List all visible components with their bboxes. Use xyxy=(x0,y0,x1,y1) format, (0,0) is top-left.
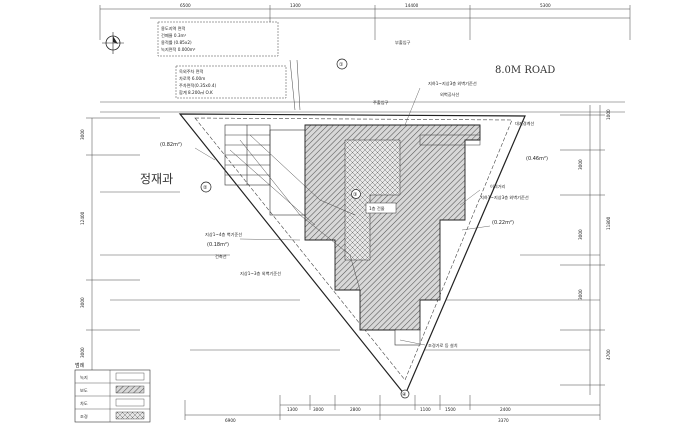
svg-text:용적률 (0.85x2): 용적률 (0.85x2) xyxy=(161,39,192,46)
legend-item-1: 녹지 xyxy=(80,374,88,381)
bottom-dim-7: 2400 xyxy=(500,407,511,412)
right-dim-5: 3000 xyxy=(578,289,583,300)
svg-text:합계 8.200㎡ O.K: 합계 8.200㎡ O.K xyxy=(179,89,213,96)
marker-1: ① xyxy=(336,58,348,70)
left-dimension-chain xyxy=(86,117,160,400)
callout-right-3: 이격거리 xyxy=(490,183,506,190)
road-label: 8.0M ROAD xyxy=(495,65,555,76)
bottom-dim-2: 1300 xyxy=(287,407,298,412)
svg-text:차로폭 6.00m: 차로폭 6.00m xyxy=(179,75,205,82)
notes-box-1: 용도지역 면적 건폐율 0.3m² 용적률 (0.85x2) 녹지면적 0.00… xyxy=(157,21,279,57)
area-label-right-upper: (0.46m²) xyxy=(526,156,548,162)
side-road-label: 정재과 xyxy=(140,172,173,186)
bottom-dim-5: 1100 xyxy=(420,407,431,412)
legend: 범례 녹지 보도 차도 조경 xyxy=(74,362,151,423)
marker-3: ③ xyxy=(351,189,361,199)
top-dim-4: 5300 xyxy=(540,3,551,8)
stair-structure xyxy=(224,124,306,216)
svg-text:옥외주차 면적: 옥외주차 면적 xyxy=(179,68,204,75)
leader-lines xyxy=(194,87,491,346)
callout-top-1: 주출입구 xyxy=(373,99,389,106)
bottom-dim-6: 1500 xyxy=(445,407,456,412)
guide-lines xyxy=(100,101,625,351)
callout-top-2: 부출입구 xyxy=(395,39,411,46)
callout-right-5: 대지경계선 xyxy=(515,120,534,127)
legend-swatch-4 xyxy=(115,411,145,420)
north-arrow-icon xyxy=(102,32,124,54)
callout-right-2: 외벽공사선 xyxy=(440,91,459,98)
left-dim-3: 3000 xyxy=(80,297,85,308)
circulation-lines xyxy=(229,59,361,291)
area-label-top-left: (0.82m²) xyxy=(160,142,182,148)
center-label-box xyxy=(365,202,397,214)
marker-2: ② xyxy=(200,181,212,193)
callout-left-2: 건축선 xyxy=(215,253,227,260)
building-footprint xyxy=(304,124,481,331)
legend-item-4: 조경 xyxy=(80,413,88,419)
right-dim-1: 1000 xyxy=(606,109,611,120)
top-right-box xyxy=(419,134,481,146)
callout-right-1: 지하1~지상3층 외벽기준선 xyxy=(428,80,477,87)
left-dim-4: 3000 xyxy=(80,347,85,358)
svg-text:주차면적(0.35x0.4): 주차면적(0.35x0.4) xyxy=(179,82,217,89)
svg-text:③: ③ xyxy=(353,192,357,198)
bottom-dim-3: 3000 xyxy=(313,407,324,412)
landscape-box xyxy=(394,329,421,346)
left-dim-2: 12400 xyxy=(80,211,85,225)
right-dim-4: 11800 xyxy=(606,216,611,230)
callout-left-1: 지상1~4층 벽기준선 xyxy=(205,231,242,238)
svg-text:건폐율 0.3m²: 건폐율 0.3m² xyxy=(161,32,187,39)
top-dim-2: 1300 xyxy=(290,3,301,8)
callout-bottom-1: 조경가로 등 설치 xyxy=(428,342,458,349)
svg-text:용도지역 면적: 용도지역 면적 xyxy=(161,25,186,32)
marker-4: ④ xyxy=(400,389,410,399)
legend-swatch-2 xyxy=(115,385,145,394)
center-label: 1층 건물 xyxy=(369,205,385,211)
bottom-dimension-chain xyxy=(184,395,601,420)
callout-right-4: 지하1~지상3층 외벽기준선 xyxy=(480,194,529,201)
svg-text:①: ① xyxy=(339,62,344,68)
svg-text:녹지면적 0.000m²: 녹지면적 0.000m² xyxy=(161,46,196,53)
right-dim-2: 3000 xyxy=(578,159,583,170)
legend-item-3: 차도 xyxy=(80,400,88,407)
legend-item-2: 보도 xyxy=(80,388,88,393)
right-dim-6: 4700 xyxy=(606,349,611,360)
area-label-right-lower: (0.22m²) xyxy=(492,220,514,226)
svg-text:④: ④ xyxy=(402,392,407,398)
legend-title: 범례 xyxy=(75,362,85,369)
top-dim-1: 6500 xyxy=(180,3,191,8)
bottom-dim-8: 3370 xyxy=(498,418,509,423)
top-dim-3: 14400 xyxy=(405,3,419,8)
notes-box-2: 옥외주차 면적 차로폭 6.00m 주차면적(0.35x0.4) 합계 8.20… xyxy=(175,65,287,99)
callout-left-3: 지상1~3층 외벽기준선 xyxy=(240,270,281,277)
legend-swatch-1 xyxy=(115,372,145,381)
bottom-dim-1: 6900 xyxy=(225,418,236,423)
svg-text:②: ② xyxy=(203,185,208,191)
right-dimension-chain xyxy=(560,105,605,395)
top-dimension-chain xyxy=(99,5,631,40)
left-dim-1: 3000 xyxy=(80,129,85,140)
legend-swatch-3 xyxy=(115,398,145,407)
bottom-dim-4: 2800 xyxy=(350,407,361,412)
area-label-left-lower: (0.18m²) xyxy=(207,242,229,248)
right-dim-3: 3000 xyxy=(578,229,583,240)
